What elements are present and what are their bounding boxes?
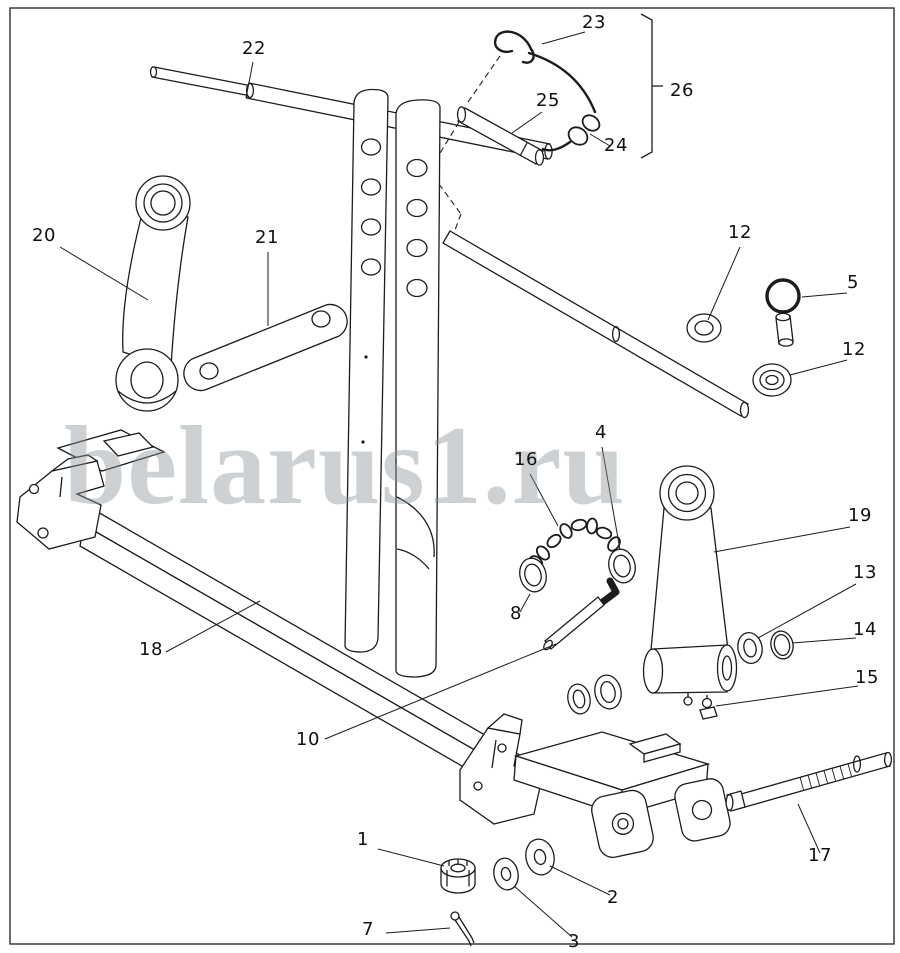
bushing-12-upper bbox=[686, 313, 722, 343]
callout-12-upper: 12 bbox=[728, 222, 752, 243]
link-21 bbox=[183, 303, 348, 392]
handle-pin-10 bbox=[543, 577, 620, 651]
callout-2: 2 bbox=[607, 887, 619, 908]
adjuster-plates bbox=[344, 88, 441, 678]
callout-22: 22 bbox=[242, 38, 266, 59]
callout-8: 8 bbox=[510, 603, 522, 624]
bearing-rings bbox=[567, 674, 622, 715]
bushing-12-right bbox=[752, 363, 792, 397]
callout-26: 26 bbox=[670, 80, 694, 101]
group-bracket-26 bbox=[640, 13, 663, 159]
callout-21: 21 bbox=[255, 227, 279, 248]
bottom-bracket bbox=[459, 713, 731, 858]
callout-13: 13 bbox=[853, 562, 877, 583]
callout-4: 4 bbox=[595, 422, 607, 443]
callout-25: 25 bbox=[536, 90, 560, 111]
cotter-pin-7 bbox=[450, 911, 475, 947]
callout-20: 20 bbox=[32, 225, 56, 246]
lynch-pin-5 bbox=[765, 278, 801, 347]
rod-22 bbox=[149, 66, 553, 160]
cross-rod-12 bbox=[442, 230, 750, 419]
callout-14: 14 bbox=[853, 619, 877, 640]
washer-13 bbox=[737, 631, 763, 665]
pin-25 bbox=[456, 106, 545, 166]
callout-10: 10 bbox=[296, 729, 320, 750]
callout-12-right: 12 bbox=[842, 339, 866, 360]
shaft-17 bbox=[725, 751, 893, 812]
callout-16: 16 bbox=[514, 449, 538, 470]
callout-7: 7 bbox=[362, 919, 374, 940]
callout-18: 18 bbox=[139, 639, 163, 660]
border-frame bbox=[9, 7, 895, 945]
washer-14 bbox=[770, 630, 794, 660]
lever-20 bbox=[115, 175, 191, 412]
callout-3: 3 bbox=[568, 931, 580, 952]
link-19 bbox=[642, 465, 738, 706]
hitch-clevis-left bbox=[16, 429, 166, 550]
castle-nut-1 bbox=[440, 858, 476, 894]
cap-8 bbox=[519, 557, 547, 593]
callout-1: 1 bbox=[357, 829, 369, 850]
washer-2 bbox=[525, 838, 555, 876]
callout-19: 19 bbox=[848, 505, 872, 526]
callout-17: 17 bbox=[808, 845, 832, 866]
cap-4 bbox=[608, 548, 636, 584]
leader-lines bbox=[59, 31, 859, 938]
callout-24: 24 bbox=[604, 135, 628, 156]
callout-5: 5 bbox=[847, 272, 859, 293]
callout-23: 23 bbox=[582, 12, 606, 33]
callout-15: 15 bbox=[855, 667, 879, 688]
grease-fitting-15 bbox=[699, 695, 718, 720]
retainer-cable-23-24 bbox=[493, 30, 601, 152]
washer-3 bbox=[493, 857, 519, 891]
